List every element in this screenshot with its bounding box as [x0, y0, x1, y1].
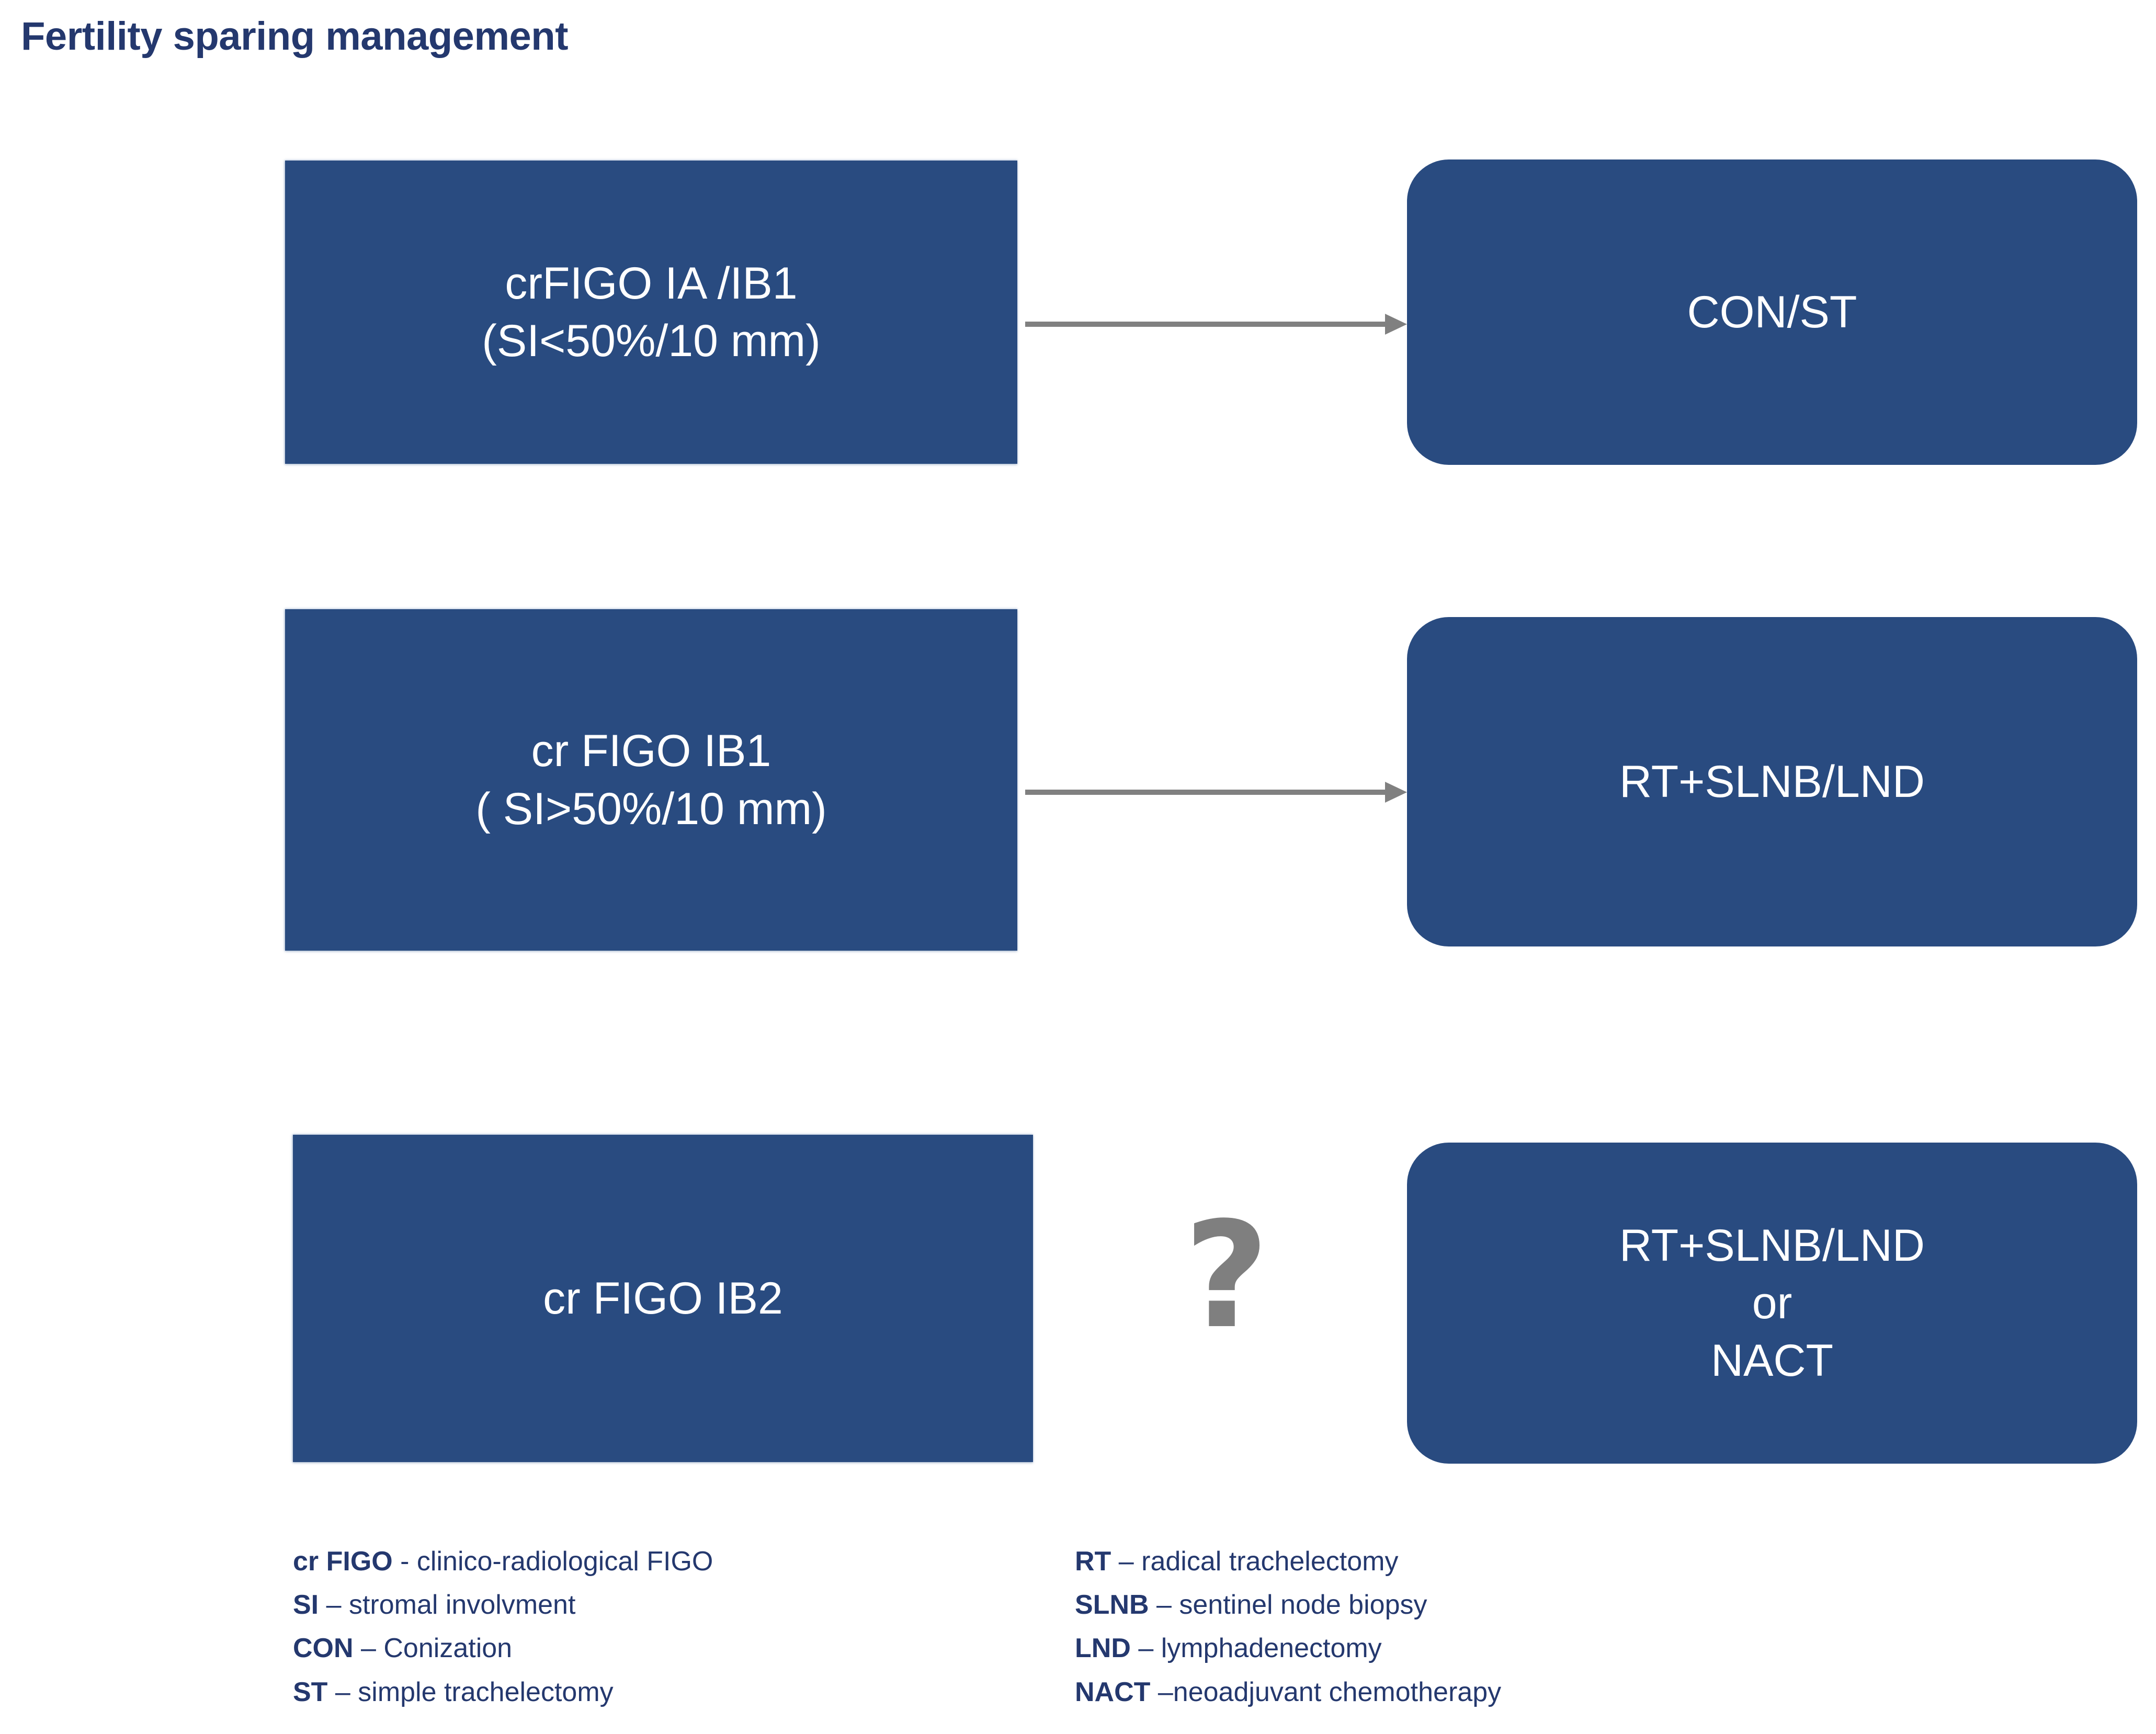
arrow-right-icon-row1 — [1025, 314, 1407, 335]
arrow-head — [1385, 782, 1407, 803]
legend-item: CON – Conization — [293, 1627, 713, 1670]
legend-abbr: SI — [293, 1590, 319, 1621]
legend-abbr: ST — [293, 1676, 328, 1707]
treatment-line-1: RT+SLNB/LND — [1619, 756, 1925, 807]
legend-abbr: cr FIGO — [293, 1546, 393, 1577]
arrow-head — [1385, 314, 1407, 335]
legend-column-left: cr FIGO - clinico-radiological FIGO SI –… — [293, 1540, 713, 1714]
treatment-line-1: RT+SLNB/LND — [1619, 1220, 1925, 1271]
treatment-box-rt-slnb-lnd-or-nact: RT+SLNB/LND or NACT — [1407, 1143, 2137, 1464]
arrow-shaft — [1025, 790, 1387, 795]
legend-abbr: CON — [293, 1633, 354, 1664]
legend-item: SLNB – sentinel node biopsy — [1075, 1583, 1501, 1627]
legend-abbr: RT — [1075, 1546, 1111, 1577]
treatment-line-3: NACT — [1710, 1336, 1834, 1386]
condition-box-crfigo-ib2: cr FIGO IB2 — [293, 1135, 1033, 1462]
legend-desc: – simple trachelectomy — [327, 1676, 614, 1707]
treatment-box-con-st: CON/ST — [1407, 159, 2137, 465]
legend-abbr: LND — [1075, 1633, 1131, 1664]
question-mark-icon: ? — [1184, 1191, 1269, 1361]
treatment-line-2: or — [1752, 1277, 1792, 1328]
legend-item: cr FIGO - clinico-radiological FIGO — [293, 1540, 713, 1583]
arrow-right-icon-row2 — [1025, 782, 1407, 803]
legend-desc: – lymphadenectomy — [1130, 1633, 1382, 1664]
condition-box-crfigo-ia-ib1: crFIGO IA /IB1 (SI<50%/10 mm) — [285, 161, 1017, 464]
condition-line-1: crFIGO IA /IB1 — [505, 258, 798, 309]
legend-desc: – sentinel node biopsy — [1149, 1590, 1427, 1621]
legend-item: RT – radical trachelectomy — [1075, 1540, 1501, 1583]
page-title: Fertility sparing management — [21, 14, 569, 59]
legend-desc: –neoadjuvant chemotherapy — [1150, 1676, 1502, 1707]
legend-desc: - clinico-radiological FIGO — [392, 1546, 713, 1577]
condition-line-2: (SI<50%/10 mm) — [482, 316, 821, 366]
condition-box-crfigo-ib1: cr FIGO IB1 ( SI>50%/10 mm) — [285, 609, 1017, 951]
legend-abbr: NACT — [1075, 1676, 1151, 1707]
legend-desc: – Conization — [353, 1633, 513, 1664]
condition-line-1: cr FIGO IB2 — [543, 1273, 783, 1324]
treatment-line-1: CON/ST — [1687, 287, 1857, 337]
legend-item: SI – stromal involvment — [293, 1583, 713, 1627]
legend-desc: – stromal involvment — [319, 1590, 576, 1621]
condition-line-1: cr FIGO IB1 — [531, 726, 771, 777]
legend-item: LND – lymphadenectomy — [1075, 1627, 1501, 1670]
legend-column-right: RT – radical trachelectomy SLNB – sentin… — [1075, 1540, 1501, 1714]
legend-abbr: SLNB — [1075, 1590, 1149, 1621]
legend-desc: – radical trachelectomy — [1111, 1546, 1399, 1577]
legend-item: ST – simple trachelectomy — [293, 1671, 713, 1714]
arrow-shaft — [1025, 322, 1387, 327]
condition-line-2: ( SI>50%/10 mm) — [475, 783, 827, 834]
legend-item: NACT –neoadjuvant chemotherapy — [1075, 1671, 1501, 1714]
treatment-box-rt-slnb-lnd: RT+SLNB/LND — [1407, 617, 2137, 946]
